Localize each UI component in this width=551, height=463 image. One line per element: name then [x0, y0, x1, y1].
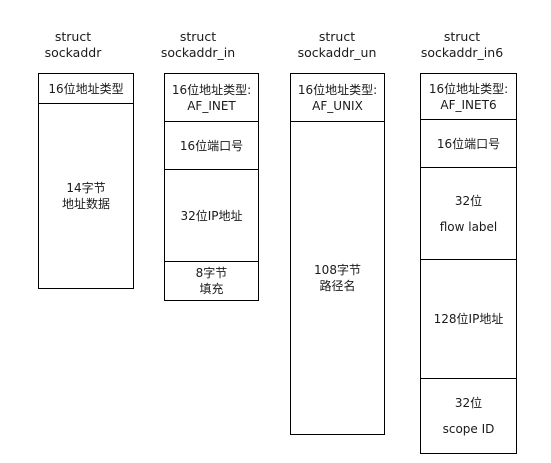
cell-text: 16位端口号: [436, 136, 501, 151]
address-family-field: 16位地址类型: AF_INET6: [421, 74, 516, 119]
title-sockaddr-in: struct sockaddr_in: [143, 29, 253, 61]
title-sockaddr-in6: struct sockaddr_in6: [407, 29, 517, 61]
cell-text: 8字节: [195, 266, 228, 280]
cell-text: AF_INET: [187, 98, 236, 113]
cell-text: scope ID: [442, 422, 495, 436]
cell-text: 路径名: [319, 279, 356, 293]
ip-address-field: 128位IP地址: [421, 259, 516, 378]
cell-text: 108字节: [314, 263, 361, 277]
cell-text: 16位地址类型: [48, 81, 124, 96]
sockaddr-in-struct: 16位地址类型: AF_INET 16位端口号 32位IP地址 8字节 填充: [164, 73, 259, 301]
cell-text: 16位地址类型:: [171, 82, 252, 97]
padding-field: 8字节 填充: [165, 261, 258, 300]
address-family-field: 16位地址类型: AF_UNIX: [291, 74, 384, 121]
ip-address-field: 32位IP地址: [165, 169, 258, 261]
cell-text: 填充: [199, 282, 224, 296]
title-line: struct: [54, 29, 92, 44]
title-line: sockaddr_in6: [420, 45, 504, 60]
flow-label-field: 32位 flow label: [421, 167, 516, 259]
cell-text: 16位地址类型:: [428, 81, 509, 96]
path-name-field: 108字节 路径名: [291, 121, 384, 434]
cell-text: 16位地址类型:: [297, 82, 378, 97]
title-line: sockaddr_in: [160, 45, 236, 60]
cell-text: flow label: [439, 219, 498, 234]
cell-text: 32位IP地址: [180, 208, 243, 223]
title-line: sockaddr_un: [297, 45, 377, 60]
title-line: struct: [179, 29, 217, 44]
cell-text: 32位: [454, 396, 483, 410]
cell-text: 地址数据: [61, 197, 110, 211]
title-sockaddr-un: struct sockaddr_un: [282, 29, 392, 61]
cell-text: 32位: [454, 193, 483, 208]
port-field: 16位端口号: [165, 121, 258, 169]
title-line: sockaddr: [44, 45, 102, 60]
cell-text: AF_INET6: [440, 97, 497, 112]
sockaddr-in6-struct: 16位地址类型: AF_INET6 16位端口号 32位 flow label …: [420, 73, 517, 454]
address-family-field: 16位地址类型: AF_INET: [165, 74, 258, 121]
cell-text: AF_UNIX: [312, 98, 363, 113]
port-field: 16位端口号: [421, 119, 516, 167]
scope-id-field: 32位 scope ID: [421, 378, 516, 453]
sockaddr-struct: 16位地址类型 14字节 地址数据: [38, 73, 134, 289]
title-line: struct: [443, 29, 481, 44]
title-sockaddr: struct sockaddr: [18, 29, 128, 61]
cell-text: 14字节: [66, 181, 106, 195]
address-family-field: 16位地址类型: [39, 74, 133, 103]
cell-text: 16位端口号: [179, 138, 244, 153]
title-line: struct: [318, 29, 356, 44]
sockaddr-un-struct: 16位地址类型: AF_UNIX 108字节 路径名: [290, 73, 385, 435]
address-data-field: 14字节 地址数据: [39, 103, 133, 288]
cell-text: 128位IP地址: [433, 312, 504, 326]
